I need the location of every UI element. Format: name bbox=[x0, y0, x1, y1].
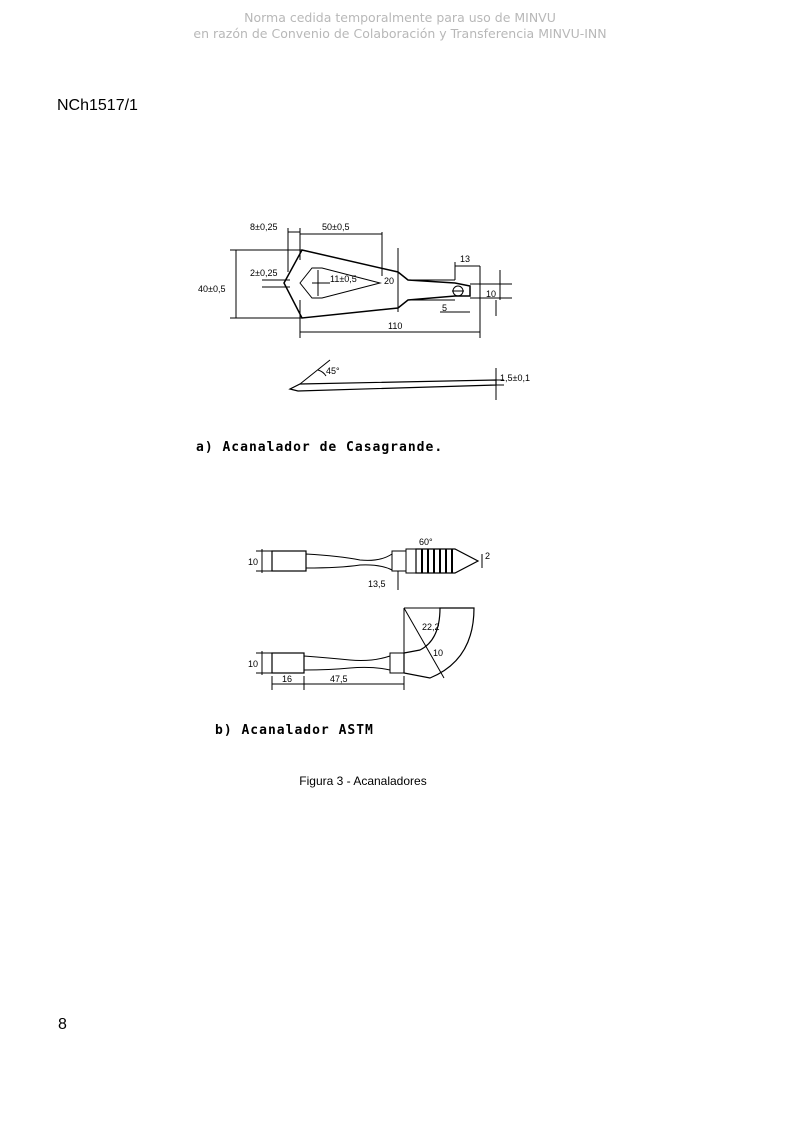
dim-45-deg: 45° bbox=[326, 366, 340, 376]
casagrande-plan-view bbox=[230, 228, 512, 338]
page-number: 8 bbox=[58, 1016, 67, 1033]
dim-b-10-top: 10 bbox=[248, 557, 258, 567]
dim-b-22-2: 22,2 bbox=[422, 622, 440, 632]
figure-title: Figura 3 - Acanaladores bbox=[299, 774, 427, 788]
dim-b-2: 2 bbox=[485, 551, 490, 561]
dim-110: 110 bbox=[388, 321, 402, 331]
dim-13: 13 bbox=[460, 254, 470, 264]
dim-11: 11±0,5 bbox=[330, 274, 357, 284]
document-code: NCh1517/1 bbox=[57, 97, 138, 114]
casagrande-side-view bbox=[288, 359, 504, 400]
dim-40: 40±0,5 bbox=[198, 284, 225, 294]
dim-10-a: 10 bbox=[486, 289, 496, 299]
astm-tool-straight bbox=[256, 548, 483, 590]
watermark-line-1: Norma cedida temporalmente para uso de M… bbox=[244, 10, 556, 25]
dim-50: 50±0,5 bbox=[322, 222, 349, 232]
figure-b-caption: b) Acanalador ASTM bbox=[215, 723, 374, 738]
dim-2: 2±0,25 bbox=[250, 268, 277, 278]
dim-b-10-curve: 10 bbox=[433, 648, 443, 658]
dim-5: 5 bbox=[442, 303, 447, 313]
dim-b-13-5: 13,5 bbox=[368, 579, 386, 589]
dim-b-60-deg: 60° bbox=[419, 537, 433, 547]
dim-20: 20 bbox=[384, 276, 394, 286]
dim-b-47-5: 47,5 bbox=[330, 674, 348, 684]
figure-a-caption: a) Acanalador de Casagrande. bbox=[196, 440, 444, 455]
dim-b-10-bottom: 10 bbox=[248, 659, 258, 669]
watermark-line-2: en razón de Convenio de Colaboración y T… bbox=[193, 26, 607, 41]
astm-tool-curved bbox=[256, 607, 475, 690]
dim-8: 8±0,25 bbox=[250, 222, 277, 232]
dim-1-5: 1,5±0,1 bbox=[500, 373, 530, 383]
dimension-labels: 8±0,25 50±0,5 2±0,25 40±0,5 11±0,5 20 13… bbox=[198, 222, 530, 684]
dim-b-16: 16 bbox=[282, 674, 292, 684]
watermark: Norma cedida temporalmente para uso de M… bbox=[0, 10, 800, 42]
